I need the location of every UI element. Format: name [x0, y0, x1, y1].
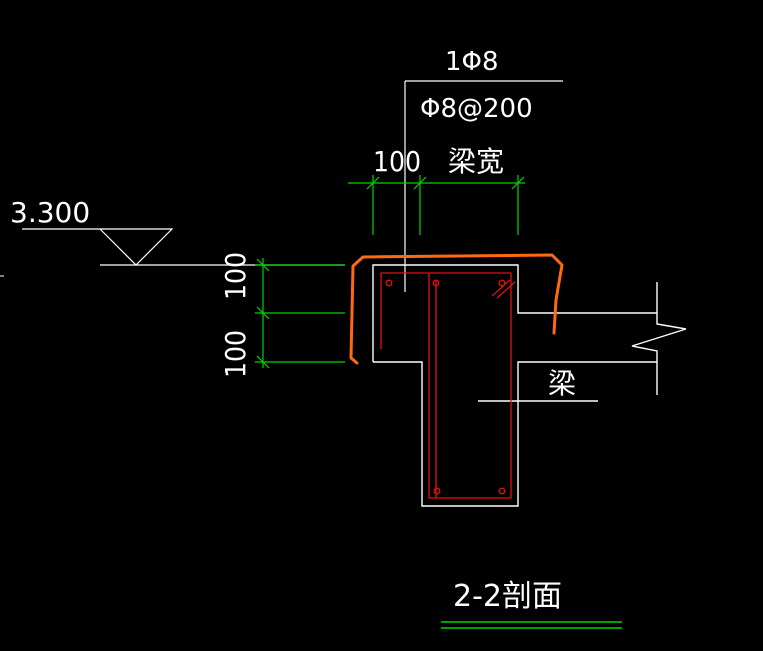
dim-100-horizontal: 100 [373, 145, 421, 178]
elevation-triangle [99, 228, 174, 266]
outline-bottom [373, 361, 657, 507]
stirrup-hook-2 [496, 281, 516, 299]
elevation-marker: 3.300 [10, 196, 345, 266]
vertical-dimension [255, 258, 345, 369]
highlight-markup [349, 253, 564, 365]
dim-beam-width: 梁宽 [448, 145, 504, 178]
section-title: 2-2剖面 [453, 579, 562, 614]
rebar-dot-3 [498, 279, 506, 287]
horizontal-tick-3 [511, 176, 525, 190]
stirrup-hook-1 [491, 279, 511, 297]
rebar-top-label: 1Φ8 [445, 47, 499, 77]
rebar-dot-5 [498, 487, 506, 495]
break-line [631, 282, 687, 395]
rebar-cage [380, 272, 516, 499]
beam-label: 梁 [548, 367, 576, 400]
vertical-tick-3 [256, 355, 270, 369]
dim-100-upper: 100 [219, 252, 252, 300]
rebar-dot-1 [385, 279, 393, 287]
horizontal-tick-2 [413, 176, 427, 190]
rebar-dot-2 [432, 279, 440, 287]
rebar-dot-4 [433, 487, 441, 495]
vertical-tick-1 [256, 258, 270, 272]
rebar-callout-leader: 1Φ8 Φ8@200 [404, 47, 563, 292]
horizontal-tick-1 [366, 176, 380, 190]
horizontal-dimension [348, 175, 525, 235]
elevation-value: 3.300 [10, 196, 90, 229]
outline-top [372, 264, 657, 362]
vertical-tick-2 [256, 306, 270, 320]
section-outline [372, 264, 687, 507]
stirrup-label: Φ8@200 [420, 94, 533, 124]
rebar-outer-top [380, 272, 512, 349]
rebar-main-stirrup [428, 273, 512, 499]
dim-100-lower: 100 [219, 330, 252, 378]
